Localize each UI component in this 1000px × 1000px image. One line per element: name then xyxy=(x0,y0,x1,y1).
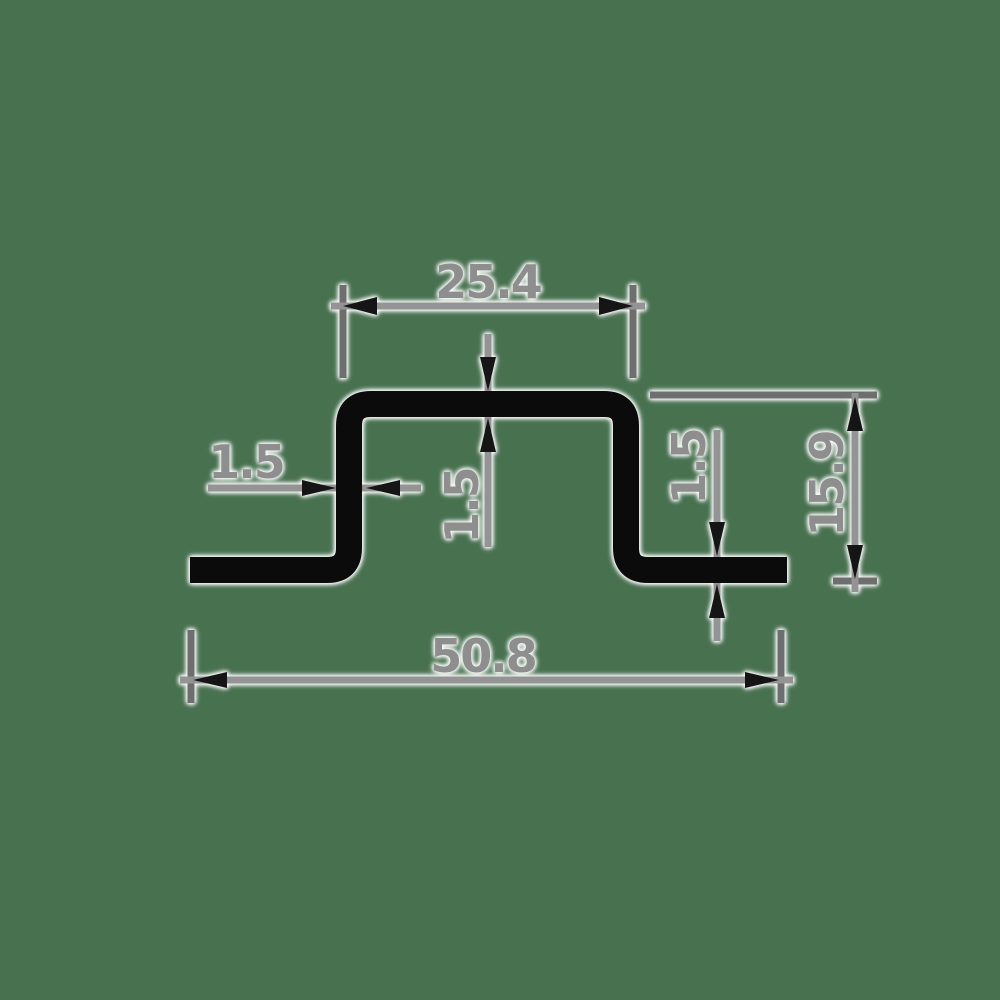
arrowhead-left-icon xyxy=(343,297,377,315)
arrowhead-down-icon xyxy=(847,545,863,579)
dim-label-bottom-width: 50.8 xyxy=(430,629,536,683)
arrowhead-right-icon xyxy=(599,297,633,315)
arrowhead-up-icon xyxy=(480,418,496,452)
dim-label-top-width: 25.4 xyxy=(435,255,541,309)
dim-label-right-thickness: 1.5 xyxy=(662,429,716,505)
dim-label-profile-height: 15.9 xyxy=(800,431,854,537)
dim-left-thickness: 1.5 xyxy=(208,435,421,496)
arrowhead-down-icon xyxy=(709,522,725,556)
dim-right-thickness: 1.5 xyxy=(662,429,725,641)
arrowhead-up-icon xyxy=(847,397,863,431)
hat-profile-outline xyxy=(190,391,787,583)
dim-label-left-thickness: 1.5 xyxy=(208,435,284,489)
arrowhead-up-icon xyxy=(709,584,725,618)
arrowhead-right-icon xyxy=(302,480,336,496)
dim-profile-height: 15.9 xyxy=(650,391,877,592)
dim-top-width: 25.4 xyxy=(331,255,645,378)
dim-bottom-width: 50.8 xyxy=(180,629,793,703)
dim-label-top-thickness: 1.5 xyxy=(435,468,489,544)
arrowhead-down-icon xyxy=(480,357,496,391)
arrowhead-left-icon xyxy=(193,672,227,688)
dim-top-thickness: 1.5 xyxy=(435,334,496,547)
arrowhead-left-icon xyxy=(366,480,400,496)
arrowhead-right-icon xyxy=(745,672,779,688)
